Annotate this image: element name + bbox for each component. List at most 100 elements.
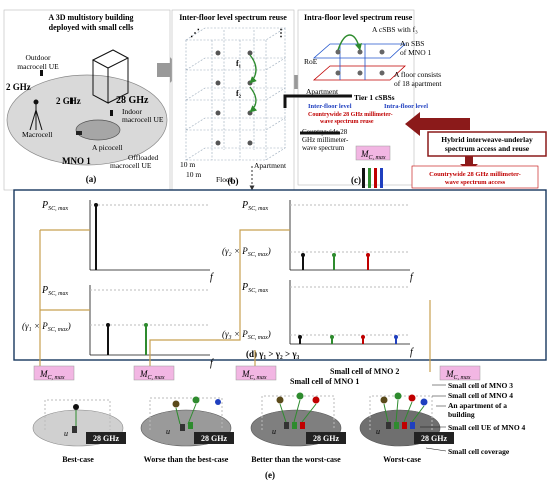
legend-apartment-2: building (448, 410, 475, 419)
panel-e: MC, max MC, max MC, max MC, max u 28 GHz… (32, 365, 526, 480)
legend-mno1: Small cell of MNO 1 (290, 377, 359, 386)
countrywide-black-label-3: wave spectrum (302, 144, 345, 152)
panel-a-title: A 3D multistory building (48, 13, 133, 22)
mcmax-box-c (355, 145, 391, 161)
countrywide-black-label-2: GHz millimeter- (302, 136, 349, 144)
dim-label-2: 10 m (186, 170, 201, 179)
ghz-badge-4: 28 GHz (421, 434, 447, 443)
mcmax-e-1: MC, max (39, 369, 65, 381)
panel-d: PSC, max f PSC, max (γ₁ × PSC, max) f (13, 189, 547, 369)
hybrid-block: Hybrid interweave-underlay spectrum acce… (405, 112, 547, 189)
reuse-arrow-f1 (249, 54, 257, 84)
f-label-2: f (210, 358, 214, 369)
floor-desc-label-2: of 18 apartment (394, 79, 442, 88)
legend-mno4: Small cell of MNO 4 (448, 391, 513, 400)
mno1-label: MNO 1 (62, 156, 91, 166)
access-label: Countrywide 28 GHz millimeter- (429, 171, 521, 178)
legend-mno3: Small cell of MNO 3 (448, 381, 513, 390)
plot-top-left: PSC, max f (41, 200, 214, 283)
offloaded-label: Offloaded (128, 153, 159, 162)
floor-label: Floor (216, 175, 233, 184)
spectrum-dot-3-black (301, 253, 305, 257)
f-label-4: f (410, 347, 414, 358)
hybrid-label: Hybrid interweave-underlay (441, 135, 533, 144)
ghz-badge-1: 28 GHz (93, 434, 119, 443)
plot-bottom-right: PSC, max (γ₃ × PSC, max) f (222, 280, 414, 358)
reuse-arrow-f2 (249, 86, 258, 113)
ghz28-label: 28 GHz (116, 95, 149, 106)
intra-label: Intra-floor level (384, 103, 428, 110)
apartment-label-b: Apartment (254, 161, 287, 170)
case-label-3: Better than the worst-case (251, 455, 341, 464)
access-box (411, 165, 539, 189)
gamma1-label: (γ₁ × PSC, max) (22, 321, 71, 333)
spectrum-dot-2-black (106, 323, 110, 327)
f2-label: f₂ (236, 89, 242, 98)
picocell-icon (76, 131, 82, 135)
macrocell-tower-icon (29, 99, 43, 131)
reuse-arrow-f3 (337, 34, 362, 51)
panel-b-title: Inter-floor level spectrum reuse (179, 13, 287, 22)
macrocell-label: Macrocell (22, 130, 52, 139)
psc-label-4: PSC, max (241, 282, 268, 294)
sbs-label-2: of MNO 1 (400, 48, 431, 57)
inter-label: Inter-floor level (308, 103, 352, 110)
panel-b-label: (b) (228, 176, 239, 186)
plot-top-right: PSC, max (γ₂ × PSC, max) f (222, 200, 414, 283)
dots-top-right: ⋮ (276, 28, 286, 39)
panel-d-frame (13, 189, 547, 361)
ue-label-2: u (166, 427, 170, 436)
hybrid-arrow (405, 112, 470, 136)
case-label-1: Best-case (62, 455, 94, 464)
gamma2-label: (γ₂ × PSC, max) (222, 246, 271, 258)
floor-desc-label: A floor consists (394, 70, 441, 79)
ghz-badge-3: 28 GHz (313, 434, 339, 443)
macrocell-coverage (6, 74, 168, 166)
small-cell-markers-c (335, 49, 385, 76)
countrywide-red-label: Countrywide 28 GHz millimeter- (308, 112, 393, 118)
mcmax-e-4: MC, max (445, 369, 471, 381)
f-label-1: f (210, 272, 214, 283)
scenario-worst: u 28 GHz Worst-case (359, 392, 454, 464)
ghz2-label-b: 2 GHz (56, 96, 81, 106)
gamma3-label: (γ₃ × PSC, max) (222, 329, 271, 341)
offloaded-label-2: macrocell UE (110, 161, 152, 170)
psc-label-3: PSC, max (241, 200, 268, 212)
spectrum-dot-4-blue (394, 335, 398, 339)
mcmax-boxes-e (33, 365, 481, 381)
dots-top-left: ⋰ (190, 28, 200, 39)
case-label-2: Worse than the best-case (144, 455, 229, 464)
f1-label: f₁ (236, 59, 242, 68)
floor-grid-c (312, 43, 407, 81)
ghz2-label-a: 2 GHz (6, 82, 31, 92)
picocell-label: A picocell (92, 143, 123, 152)
spectrum-dot-2-green (144, 323, 148, 327)
building-icon (91, 49, 130, 104)
ue-icons (40, 70, 113, 116)
ue-label-1: u (64, 429, 68, 438)
legend-mno2: Small cell of MNO 2 (330, 367, 399, 376)
ue-label-4: u (376, 427, 380, 436)
apartment-label-c: Apartment (306, 87, 339, 96)
psc-label-2: PSC, max (41, 285, 68, 297)
mcmax-label-c: MC, max (360, 149, 386, 161)
sbs-label: An SBS (400, 39, 424, 48)
scenario-worse-than-best: u 28 GHz Worse than the best-case (140, 396, 234, 464)
scenario-best: u 28 GHz Best-case (32, 399, 126, 464)
spectrum-dot-1-black (94, 203, 98, 207)
spectrum-dot-4-green (330, 335, 334, 339)
roe-label: RoE (304, 57, 318, 66)
outdoor-ue-label-2: macrocell UE (17, 62, 59, 71)
panel-a-subtitle: deployed with small cells (49, 23, 134, 32)
legend-ue-mno4: Small cell UE of MNO 4 (448, 423, 526, 432)
tier1-label: Tier 1 cSBSs (354, 93, 395, 102)
dim-label-1: 10 m (180, 160, 195, 169)
panel-c-label: (c) (351, 175, 361, 185)
connector-lines (39, 229, 431, 372)
indoor-ue-label-2: macrocell UE (122, 115, 164, 124)
mcmax-e-3: MC, max (241, 369, 267, 381)
legend-e: Small cell of MNO 2 Small cell of MNO 1 … (290, 367, 526, 456)
mcmax-e-2: MC, max (139, 369, 165, 381)
hybrid-label-2: spectrum access and reuse (445, 144, 530, 153)
spectrum-dot-3-green (332, 253, 336, 257)
